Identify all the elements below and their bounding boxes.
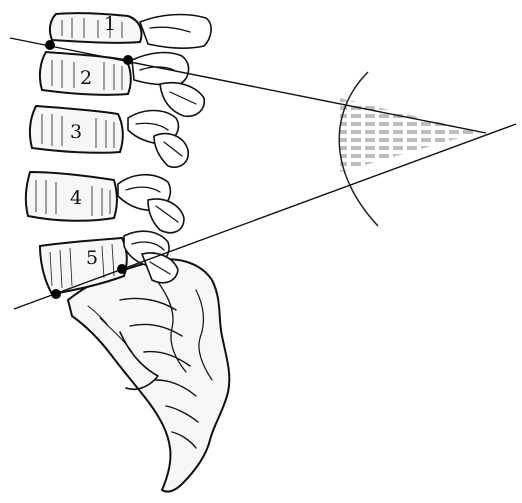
vertebra-label-2: 2	[80, 67, 92, 89]
posterior-elements	[118, 15, 211, 283]
vertebra-label-1: 1	[104, 13, 116, 35]
angle-shading	[330, 0, 522, 282]
landmark-dot	[45, 40, 55, 50]
landmark-dot	[117, 264, 127, 274]
vertebra-label-5: 5	[86, 247, 98, 269]
vertebra-label-3: 3	[70, 121, 82, 143]
vertebra-label-4: 4	[70, 187, 82, 209]
vertebral-bodies	[26, 13, 142, 294]
sacrum	[68, 259, 229, 491]
landmark-dot	[123, 55, 133, 65]
landmark-dot	[51, 289, 61, 299]
